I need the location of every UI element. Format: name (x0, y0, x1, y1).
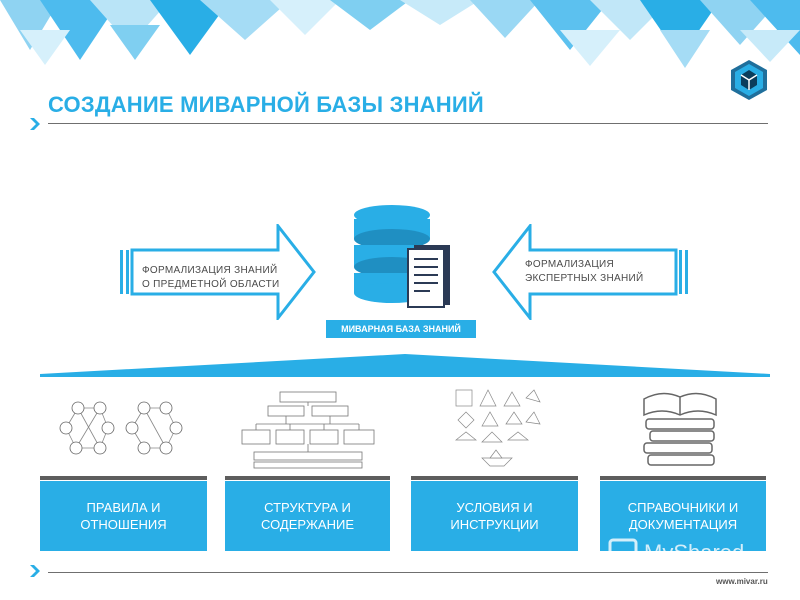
card-shadow (225, 476, 390, 480)
structure-tree-illustration (241, 391, 375, 469)
arrow-left-shape (492, 224, 688, 320)
card-rules-line1: ПРАВИЛА И (86, 500, 161, 515)
knowledge-base-label: МИВАРНАЯ БАЗА ЗНАНИЙ (326, 320, 476, 338)
card-conditions-line2: ИНСТРУКЦИИ (450, 517, 539, 532)
arrow-right-label: ФОРМАЛИЗАЦИЯ ЭКСПЕРТНЫХ ЗНАНИЙ (525, 258, 675, 286)
card-rules-line2: ОТНОШЕНИЯ (80, 517, 167, 532)
card-structure: СТРУКТУРА И СОДЕРЖАНИЕ (225, 481, 390, 551)
arrow-left-line2: О ПРЕДМЕТНОЙ ОБЛАСТИ (142, 279, 280, 290)
triangle-banner (0, 0, 800, 68)
arrow-left-line1: ФОРМАЛИЗАЦИЯ ЗНАНИЙ (142, 265, 278, 276)
mivar-logo-icon (731, 60, 767, 100)
myshared-watermark-icon (608, 538, 638, 570)
rules-graph-illustration (59, 401, 183, 455)
card-conditions: УСЛОВИЯ И ИНСТРУКЦИИ (411, 481, 578, 551)
card-structure-line1: СТРУКТУРА И (264, 500, 351, 515)
books-icon (643, 392, 717, 466)
card-shadow (40, 476, 207, 480)
card-rules: ПРАВИЛА И ОТНОШЕНИЯ (40, 481, 207, 551)
card-shadow (411, 476, 578, 480)
chevron-right-icon (30, 118, 40, 130)
chevron-right-icon (30, 565, 40, 577)
footer-divider (48, 572, 768, 573)
card-references-line2: ДОКУМЕНТАЦИЯ (628, 517, 738, 532)
page-title: СОЗДАНИЕ МИВАРНОЙ БАЗЫ ЗНАНИЙ (48, 92, 484, 117)
card-shadow (600, 476, 766, 480)
arrow-right-line1: ФОРМАЛИЗАЦИЯ (525, 259, 615, 270)
document-icon (407, 245, 450, 308)
arrow-right-shape (120, 224, 316, 320)
database-icon (354, 205, 450, 308)
instructions-illustration (455, 389, 541, 467)
spread-shape (40, 354, 770, 377)
title-divider (48, 123, 768, 124)
arrow-right-line2: ЭКСПЕРТНЫХ ЗНАНИЙ (525, 273, 644, 284)
card-references-line1: СПРАВОЧНИКИ И (627, 500, 739, 515)
card-conditions-line1: УСЛОВИЯ И (456, 500, 533, 515)
card-structure-line2: СОДЕРЖАНИЕ (260, 517, 354, 532)
arrow-left-label: ФОРМАЛИЗАЦИЯ ЗНАНИЙ О ПРЕДМЕТНОЙ ОБЛАСТИ (142, 264, 302, 292)
footer-url[interactable]: www.mivar.ru (716, 577, 768, 586)
watermark-text: MyShared (644, 540, 745, 565)
